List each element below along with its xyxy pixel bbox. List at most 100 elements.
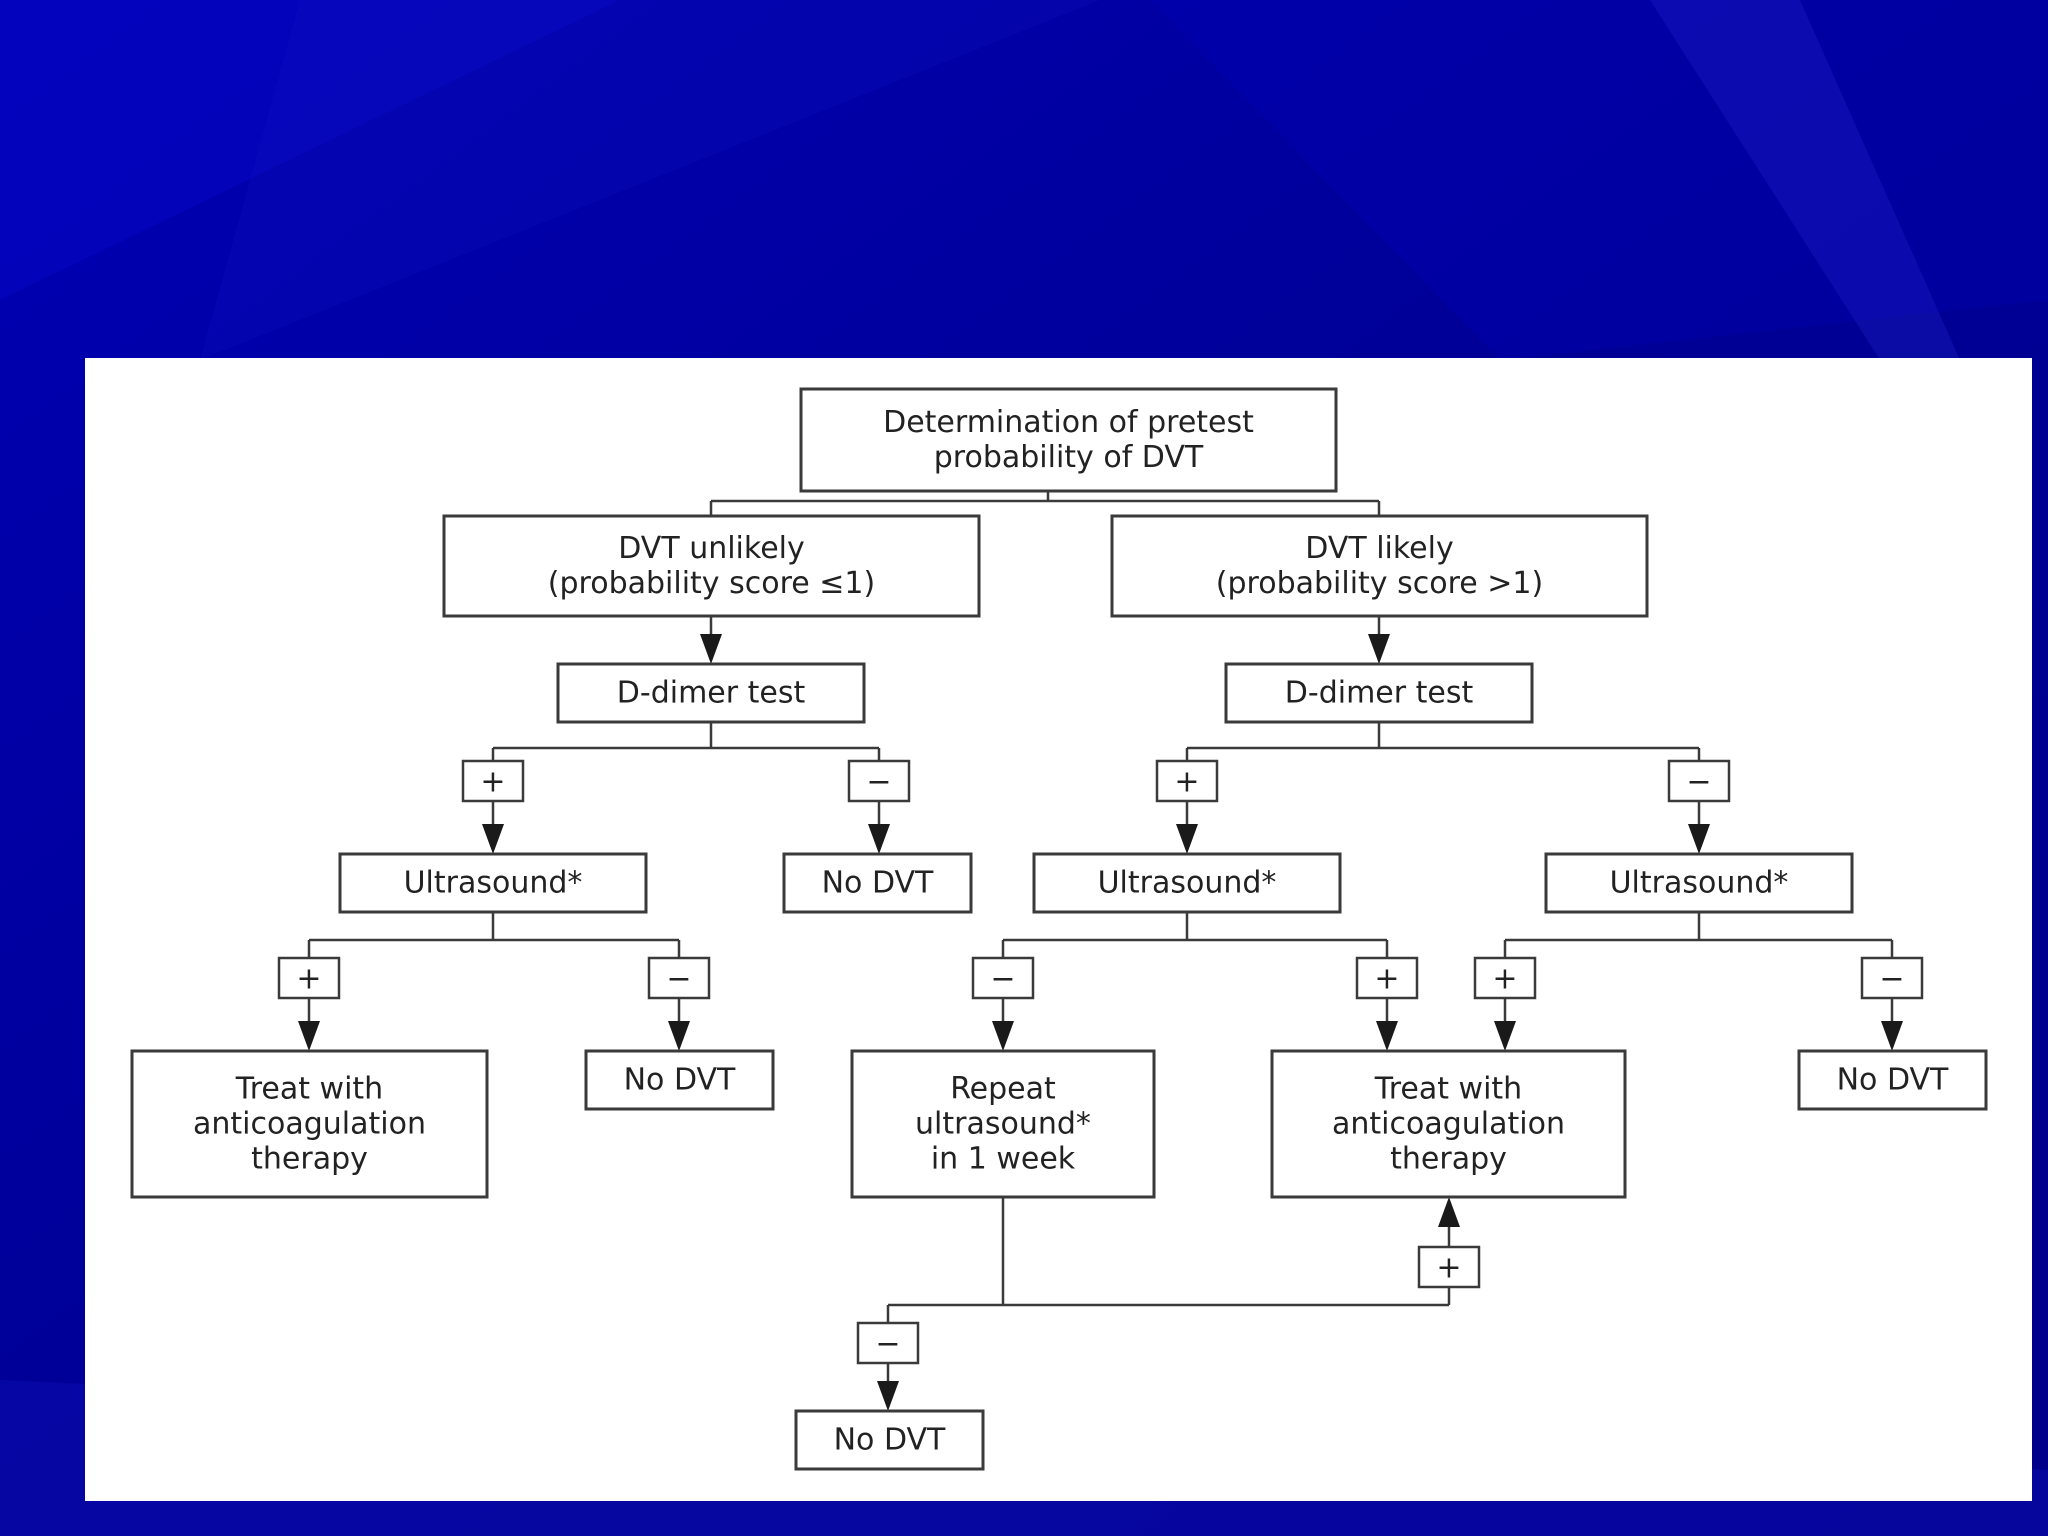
box-us-right: Ultrasound* <box>1544 852 1854 914</box>
marker-label: + <box>1174 765 1199 800</box>
marker-label: − <box>1686 765 1711 800</box>
arrowhead <box>1376 1021 1398 1051</box>
box-label: D-dimer test <box>1285 676 1474 711</box>
diagram-panel <box>85 358 2032 1501</box>
arrowhead <box>482 824 504 854</box>
negative-result-marker: − <box>971 956 1035 1000</box>
box-label: therapy <box>251 1142 368 1177</box>
box-label: No DVT <box>834 1423 946 1458</box>
box-label: (probability score ≤1) <box>548 566 875 601</box>
box-label: Determination of pretest <box>883 405 1254 440</box>
box-frame <box>556 662 866 724</box>
box-frame <box>584 1049 775 1111</box>
box-label: Ultrasound* <box>404 866 583 901</box>
marker-label: + <box>1492 962 1517 997</box>
box-label: Treat with <box>1374 1072 1522 1107</box>
arrowhead <box>668 1021 690 1051</box>
marker-frame <box>277 956 341 1000</box>
positive-result-marker: + <box>1473 956 1537 1000</box>
box-label: DVT unlikely <box>618 531 805 566</box>
arrowhead <box>877 1381 899 1411</box>
box-nodvt-bottom: No DVT <box>794 1409 985 1471</box>
arrowhead <box>1881 1021 1903 1051</box>
arrowhead <box>868 824 890 854</box>
box-frame <box>1544 852 1854 914</box>
box-label: No DVT <box>624 1063 736 1098</box>
marker-frame <box>461 759 525 803</box>
positive-result-marker: + <box>1417 1245 1481 1289</box>
negative-result-marker: − <box>847 759 911 803</box>
box-label: ultrasound* <box>915 1107 1091 1142</box>
arrowhead <box>1438 1197 1460 1227</box>
marker-frame <box>1155 759 1219 803</box>
box-frame <box>338 852 648 914</box>
box-ddimer-left: D-dimer test <box>556 662 866 724</box>
box-likely: DVT likely(probability score >1) <box>1110 514 1649 618</box>
arrowhead <box>1494 1021 1516 1051</box>
box-us-mid: Ultrasound* <box>1032 852 1342 914</box>
box-frame <box>1270 1049 1627 1199</box>
box-frame <box>850 1049 1156 1199</box>
arrowhead <box>298 1021 320 1051</box>
marker-frame <box>647 956 711 1000</box>
positive-result-marker: + <box>461 759 525 803</box>
arrowhead <box>700 634 722 664</box>
box-label: Repeat <box>950 1072 1056 1107</box>
arrowhead <box>1688 824 1710 854</box>
negative-result-marker: − <box>1667 759 1731 803</box>
box-unlikely: DVT unlikely(probability score ≤1) <box>442 514 981 618</box>
box-nodvt-left-neg: No DVT <box>782 852 973 914</box>
marker-label: − <box>990 962 1015 997</box>
arrowhead <box>1368 634 1390 664</box>
marker-label: − <box>875 1327 900 1362</box>
box-label: D-dimer test <box>617 676 806 711</box>
marker-frame <box>1355 956 1419 1000</box>
box-label: probability of DVT <box>934 440 1204 475</box>
box-frame <box>1032 852 1342 914</box>
box-frame <box>1110 514 1649 618</box>
box-label: DVT likely <box>1305 531 1453 566</box>
marker-frame <box>971 956 1035 1000</box>
box-label: No DVT <box>1837 1063 1949 1098</box>
marker-label: − <box>666 962 691 997</box>
box-ddimer-right: D-dimer test <box>1224 662 1534 724</box>
box-frame <box>799 387 1338 493</box>
marker-frame <box>1667 759 1731 803</box>
marker-frame <box>1417 1245 1481 1289</box>
marker-frame <box>847 759 911 803</box>
positive-result-marker: + <box>1355 956 1419 1000</box>
arrowhead <box>1176 824 1198 854</box>
box-frame <box>782 852 973 914</box>
box-label: anticoagulation <box>193 1107 426 1142</box>
box-label: No DVT <box>822 866 934 901</box>
marker-frame <box>1860 956 1924 1000</box>
negative-result-marker: − <box>856 1321 920 1365</box>
marker-label: − <box>866 765 891 800</box>
box-nodvt-left-us: No DVT <box>584 1049 775 1111</box>
marker-label: + <box>296 962 321 997</box>
arrowhead <box>992 1021 1014 1051</box>
box-label: therapy <box>1390 1142 1507 1177</box>
box-label: Ultrasound* <box>1610 866 1789 901</box>
marker-label: + <box>480 765 505 800</box>
box-frame <box>794 1409 985 1471</box>
box-frame <box>442 514 981 618</box>
box-label: Ultrasound* <box>1098 866 1277 901</box>
box-label: Treat with <box>235 1072 383 1107</box>
positive-result-marker: + <box>1155 759 1219 803</box>
box-label: in 1 week <box>931 1142 1076 1177</box>
marker-label: + <box>1436 1251 1461 1286</box>
box-label: (probability score >1) <box>1216 566 1543 601</box>
box-frame <box>1224 662 1534 724</box>
box-frame <box>130 1049 489 1199</box>
box-nodvt-right-us: No DVT <box>1797 1049 1988 1111</box>
marker-label: − <box>1879 962 1904 997</box>
negative-result-marker: − <box>647 956 711 1000</box>
marker-frame <box>1473 956 1537 1000</box>
marker-frame <box>856 1321 920 1365</box>
